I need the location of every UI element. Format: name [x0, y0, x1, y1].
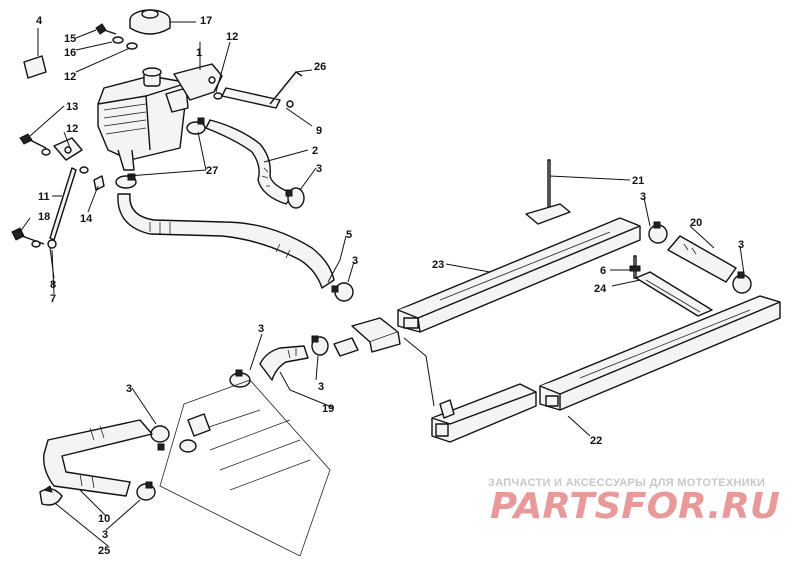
hose-clamp-3-center-left — [229, 369, 251, 388]
reservoir-decal — [23, 55, 47, 79]
callout-1: 1 — [196, 47, 202, 59]
bleeder-21 — [525, 159, 571, 225]
callout-3-mid: 3 — [352, 255, 358, 267]
callout-labels: 4 15 16 12 17 12 1 26 9 13 12 2 27 3 11 … — [36, 15, 744, 557]
hold-down-rod — [221, 71, 303, 109]
hose-clamp-3-center-right — [311, 335, 329, 356]
callout-4: 4 — [36, 15, 43, 27]
mounting-bracket-13 — [53, 137, 83, 161]
callout-3-center-right: 3 — [318, 381, 324, 393]
callout-12-bracket: 12 — [226, 31, 238, 43]
bleeder-screw-6 — [629, 255, 641, 279]
callout-12-left: 12 — [66, 123, 78, 135]
callout-26: 26 — [314, 61, 326, 73]
hose-clip-25 — [39, 485, 63, 506]
washer-12-bracket — [213, 92, 223, 100]
washer-8 — [31, 240, 41, 248]
callout-27: 27 — [206, 165, 218, 177]
heat-exchanger-22 — [539, 295, 781, 411]
callout-3-lower-a: 3 — [126, 383, 132, 395]
hose-clamp-27-lower — [115, 173, 137, 189]
callout-15: 15 — [64, 33, 76, 45]
callout-3-top: 3 — [316, 163, 322, 175]
callout-3-right-b: 3 — [738, 239, 744, 251]
heat-exchanger-23 — [397, 217, 641, 333]
heat-shield-panel — [159, 379, 331, 557]
bolt-13 — [19, 133, 51, 156]
callout-10: 10 — [98, 513, 110, 525]
watermark-subtitle: ЗАПЧАСТИ И АКСЕССУАРЫ ДЛЯ МОТОТЕХНИКИ — [488, 477, 765, 489]
support-rod-11 — [47, 167, 77, 249]
callout-20: 20 — [690, 217, 702, 229]
coolant-hose-5 — [117, 193, 335, 289]
callout-3-center-left: 3 — [258, 323, 264, 335]
reservoir-cap — [129, 9, 171, 35]
callout-18: 18 — [38, 211, 50, 223]
watermark-logo: PARTSFOR.RU — [490, 486, 780, 527]
callout-3-right-a: 3 — [640, 191, 646, 203]
leader-lines — [19, 21, 745, 547]
callout-13: 13 — [66, 101, 78, 113]
callout-3-lower-b: 3 — [102, 529, 108, 541]
mounting-screw-15 — [95, 23, 117, 35]
callout-19: 19 — [322, 403, 334, 415]
washer-16 — [112, 36, 124, 44]
hose-clamp-3-right-a — [648, 221, 668, 244]
connector-tube — [333, 317, 401, 357]
callout-6: 6 — [600, 265, 606, 277]
callout-9: 9 — [316, 125, 322, 137]
coolant-hose-10 — [43, 419, 153, 497]
callout-7: 7 — [50, 293, 56, 305]
coolant-hose-2 — [205, 119, 295, 205]
callout-12-top: 12 — [64, 71, 76, 83]
callout-25: 25 — [98, 545, 110, 557]
callout-2: 2 — [312, 145, 318, 157]
hose-clamp-3-lower-a — [150, 425, 170, 451]
coolant-hose-20 — [667, 235, 737, 283]
hose-clamp-3-top — [285, 187, 305, 209]
elbow-hose-19 — [259, 345, 309, 381]
elbow-fitting — [179, 413, 211, 453]
hose-clamp-27-upper — [186, 117, 206, 135]
callout-16: 16 — [64, 47, 76, 59]
callout-21: 21 — [632, 175, 644, 187]
callout-24: 24 — [594, 283, 607, 295]
hose-clamp-3-mid — [331, 282, 354, 302]
callout-22: 22 — [590, 435, 602, 447]
hose-clamp-3-right-b — [732, 271, 752, 294]
washer-12-top — [126, 42, 138, 50]
nut-14 — [79, 166, 105, 191]
front-heat-exchanger-outlet — [431, 383, 537, 443]
callout-17: 17 — [200, 15, 212, 27]
watermark: ЗАПЧАСТИ И АКСЕССУАРЫ ДЛЯ МОТОТЕХНИКИ PA… — [488, 477, 780, 527]
coolant-reservoir-tank — [97, 67, 189, 171]
hose-clamp-3-lower-b — [136, 481, 156, 501]
callout-5: 5 — [346, 229, 352, 241]
callout-8: 8 — [50, 279, 56, 291]
callout-11: 11 — [38, 191, 50, 203]
callout-23: 23 — [432, 259, 444, 271]
cross-tube-24 — [635, 271, 713, 317]
callout-14: 14 — [80, 213, 93, 225]
